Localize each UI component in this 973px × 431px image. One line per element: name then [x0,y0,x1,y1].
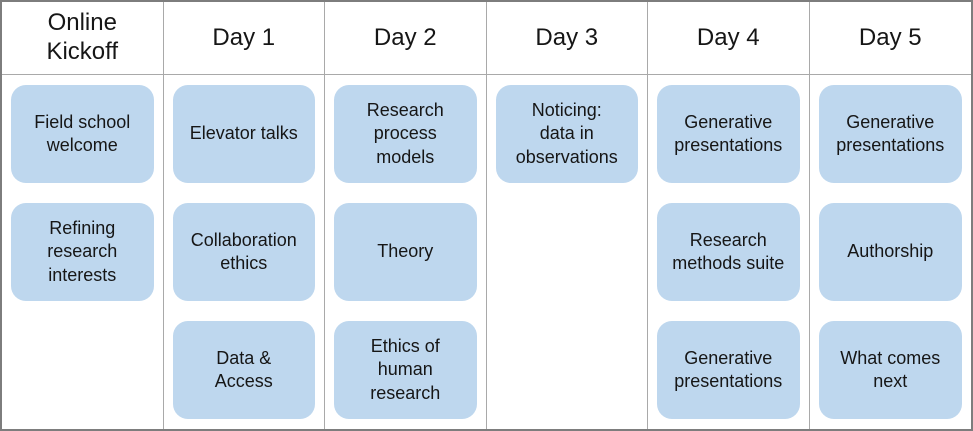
session-slot: Research methods suite [648,193,809,311]
session-slot: Data & Access [164,311,325,429]
column-day-5: Day 5 Generative presentations Authorshi… [809,2,972,429]
column-day-2: Day 2 Research process models Theory Eth… [325,2,487,429]
session-slot: Ethics of human research [325,311,486,429]
column-body: Elevator talks Collaboration ethics Data… [164,75,325,429]
column-body: Generative presentations Research method… [648,75,809,429]
session-slot: Generative presentations [648,311,809,429]
column-header: Online Kickoff [2,2,163,75]
session-card: Data & Access [172,321,315,419]
session-card: Collaboration ethics [172,203,315,301]
session-slot: Noticing: data in observations [487,75,648,193]
session-slot: Elevator talks [164,75,325,193]
column-header: Day 5 [809,2,971,75]
session-slot-empty [2,311,163,429]
session-slot: Theory [325,193,486,311]
column-online-kickoff: Online Kickoff Field school welcome Refi… [2,2,164,429]
column-header: Day 1 [163,2,324,75]
column-day-1: Day 1 Elevator talks Collaboration ethic… [163,2,325,429]
session-slot: Generative presentations [648,75,809,193]
session-slot: Refining research interests [2,193,163,311]
column-day-4: Day 4 Generative presentations Research … [648,2,810,429]
column-body: Noticing: data in observations [487,75,648,429]
column-body: Field school welcome Refining research i… [2,75,163,429]
session-card: Generative presentations [657,85,800,183]
column-header: Day 3 [486,2,647,75]
session-card: Ethics of human research [334,321,477,419]
session-card: Noticing: data in observations [495,85,638,183]
session-card: Refining research interests [11,203,154,301]
session-card: Generative presentations [657,321,800,419]
session-slot-empty [487,311,648,429]
session-slot: What comes next [810,311,972,429]
session-card: Research methods suite [657,203,800,301]
session-card: Elevator talks [172,85,315,183]
column-day-3: Day 3 Noticing: data in observations [486,2,648,429]
session-slot: Authorship [810,193,972,311]
session-card: Research process models [334,85,477,183]
session-slot: Field school welcome [2,75,163,193]
session-card: Authorship [818,203,962,301]
session-card: Field school welcome [11,85,154,183]
column-body: Generative presentations Authorship What… [810,75,972,429]
session-slot: Collaboration ethics [164,193,325,311]
column-header: Day 4 [648,2,809,75]
column-body: Research process models Theory Ethics of… [325,75,486,429]
session-slot-empty [487,193,648,311]
column-header: Day 2 [325,2,486,75]
session-slot: Research process models [325,75,486,193]
session-card: Generative presentations [818,85,962,183]
session-slot: Generative presentations [810,75,972,193]
session-card: Theory [334,203,477,301]
session-card: What comes next [818,321,962,419]
